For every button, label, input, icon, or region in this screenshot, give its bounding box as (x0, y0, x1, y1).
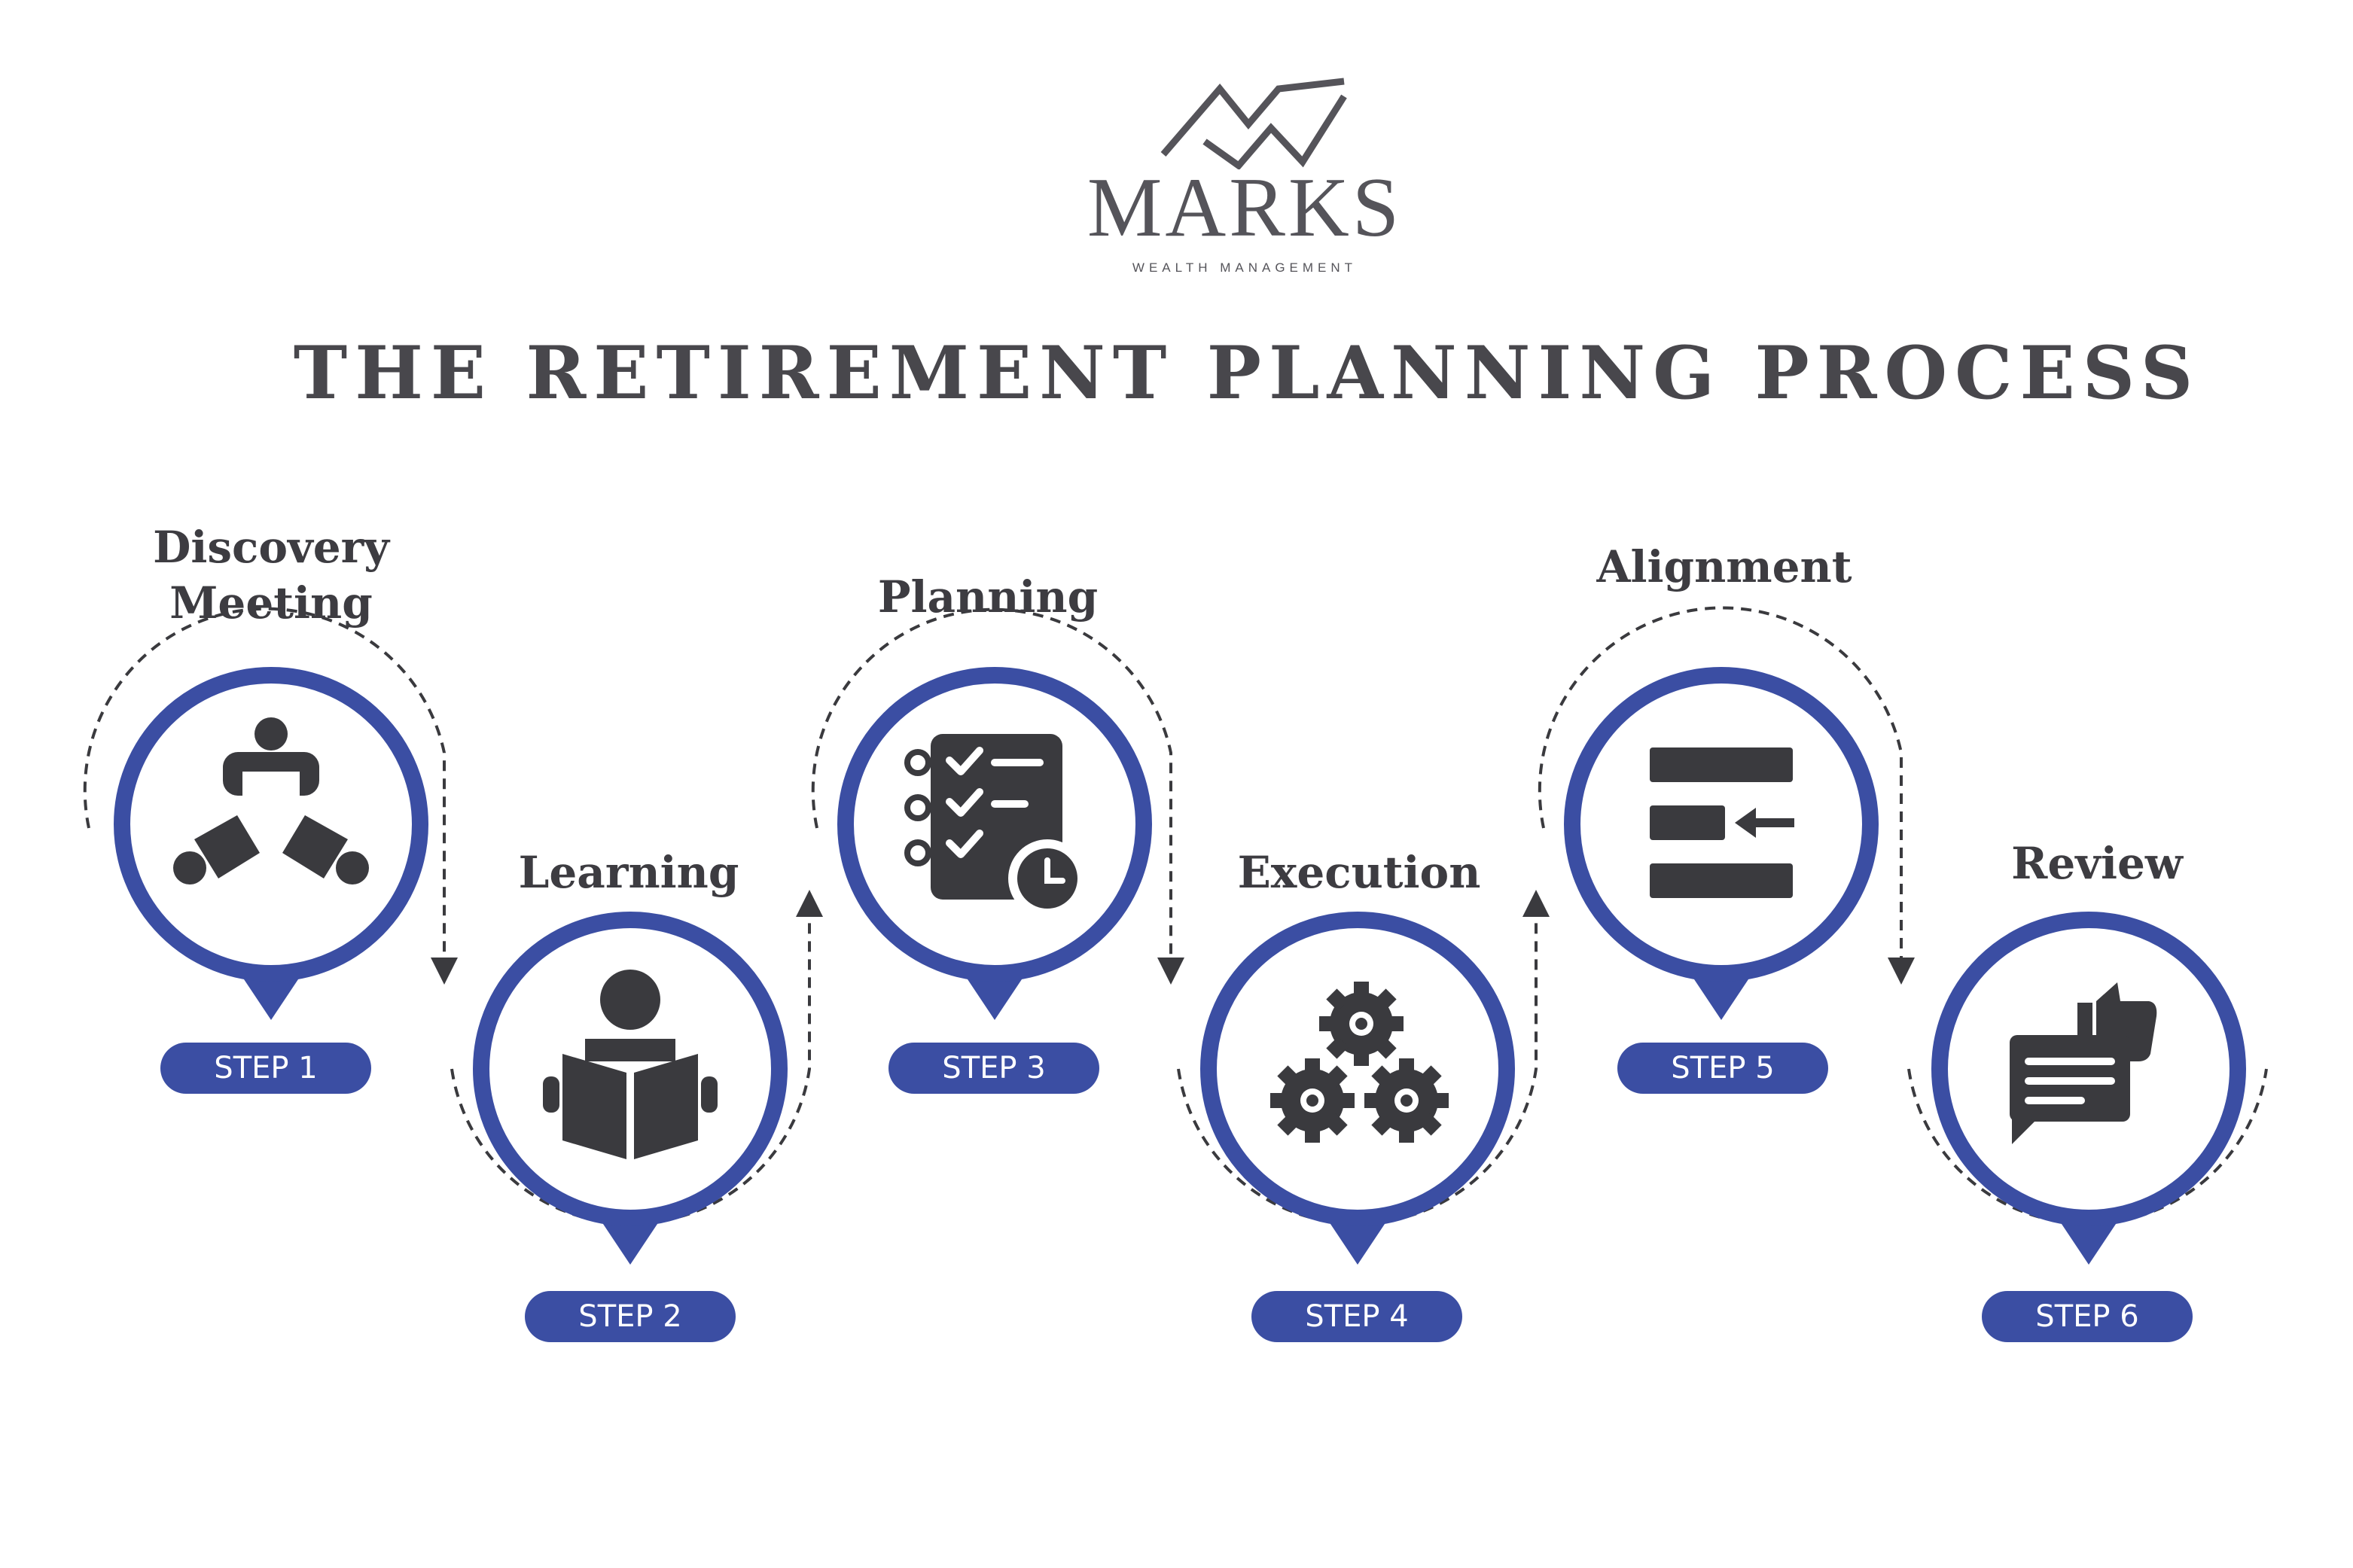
feedback-thumbs-up-icon (2010, 982, 2157, 1144)
step-4-title: Execution (1237, 847, 1481, 898)
gears-icon (1270, 982, 1449, 1143)
page-title: THE RETIREMENT PLANNING PROCESS (293, 330, 2201, 416)
step-1-badge: STEP 1 (160, 1043, 371, 1094)
step-3-badge: STEP 3 (888, 1043, 1099, 1094)
mountain-peaks-logo-icon (1160, 78, 1347, 169)
step-4-pin (1200, 912, 1515, 1265)
connector-1-2 (83, 607, 458, 985)
step-1-pin (114, 667, 428, 1020)
brand-tagline: WEALTH MANAGEMENT (1132, 260, 1358, 275)
step-1-title: Discovery Meeting (153, 522, 389, 629)
reading-book-icon (543, 970, 718, 1159)
step-5-pin (1564, 667, 1879, 1020)
step-5-badge: STEP 5 (1617, 1043, 1828, 1094)
connector-5-6 (1538, 606, 1915, 985)
step-6-title: Review (2011, 838, 2183, 889)
brand-name: MARKS (1087, 161, 1403, 254)
step-3-title: Planning (877, 571, 1099, 623)
step-3-pin (837, 667, 1152, 1020)
checklist-clock-icon (904, 734, 1087, 918)
step-4-badge: STEP 4 (1251, 1291, 1462, 1342)
align-bars-icon (1650, 747, 1794, 898)
step-6-badge: STEP 6 (1982, 1291, 2193, 1342)
team-meeting-icon (173, 717, 369, 884)
step-2-title: Learning (518, 847, 739, 898)
step-2-badge: STEP 2 (525, 1291, 736, 1342)
step-2-pin (473, 912, 788, 1265)
step-6-pin (1931, 912, 2246, 1265)
step-5-title: Alignment (1596, 541, 1852, 592)
